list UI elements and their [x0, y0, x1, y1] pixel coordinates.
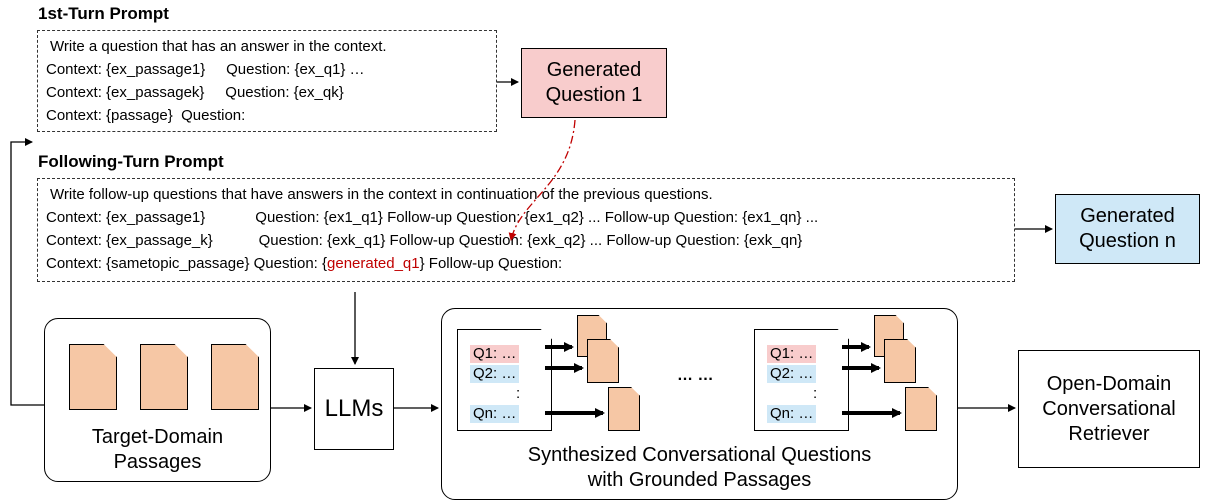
- following-turn-line-1: Write follow-up questions that have answ…: [50, 186, 713, 203]
- question-card: Q1: … Q2: … : Qn: …: [457, 329, 552, 431]
- passage-document-icon: [211, 344, 259, 410]
- q1-row: Q1: …: [767, 345, 817, 363]
- passage-document-icon: [884, 339, 916, 383]
- q2-row: Q2: …: [767, 365, 817, 383]
- target-domain-passages-box: Target-Domain Passages: [44, 318, 271, 482]
- retriever-line-2: Conversational: [1042, 397, 1176, 420]
- vertical-ellipsis: :: [813, 385, 818, 402]
- first-turn-line-2: Context: {ex_passage1} Question: {ex_q1}…: [46, 61, 365, 78]
- horizontal-ellipsis: … …: [677, 367, 714, 384]
- q2-row: Q2: …: [470, 365, 520, 383]
- retriever-line-3: Retriever: [1068, 422, 1150, 445]
- following-turn-line-4: Context: {sametopic_passage} Question: {…: [46, 255, 562, 273]
- passage-document-icon: [69, 344, 117, 410]
- generated-question-n-line-2: Question n: [1079, 230, 1176, 252]
- llms-label: LLMs: [324, 395, 384, 422]
- following-turn-line-3: Context: {ex_passage_k} Question: {exk_q…: [46, 232, 803, 249]
- first-turn-heading: 1st-Turn Prompt: [38, 4, 169, 23]
- generated-question-n-line-1: Generated: [1080, 205, 1175, 227]
- following-turn-prompt-box: Write follow-up questions that have answ…: [37, 178, 1015, 282]
- qn-row: Qn: …: [470, 405, 520, 423]
- qn-row: Qn: …: [767, 405, 817, 423]
- first-turn-line-4: Context: {passage} Question:: [46, 107, 246, 124]
- synthesized-label-line-1: Synthesized Conversational Questions: [527, 444, 872, 466]
- feedback-arrow: [10, 138, 44, 406]
- synthesized-questions-box: Q1: … Q2: … : Qn: … … … Q1: … Q2: … : Qn…: [441, 308, 958, 500]
- generated-question-1-box: Generated Question 1: [521, 48, 667, 118]
- line-4-suffix: } Follow-up Question:: [419, 255, 563, 272]
- synthesized-label-line-2: with Grounded Passages: [587, 469, 812, 491]
- following-turn-line-2: Context: {ex_passage1} Question: {ex1_q1…: [46, 209, 819, 226]
- first-turn-line-3: Context: {ex_passagek} Question: {ex_qk}: [46, 84, 344, 101]
- generated-question-n-box: Generated Question n: [1055, 194, 1200, 264]
- retriever-line-1: Open-Domain: [1046, 372, 1172, 395]
- vertical-ellipsis: :: [516, 385, 521, 402]
- retriever-box: Open-Domain Conversational Retriever: [1018, 350, 1200, 468]
- first-turn-prompt-box: Write a question that has an answer in t…: [37, 30, 497, 132]
- passage-document-icon: [608, 387, 640, 431]
- generated-question-1-line-2: Question 1: [545, 84, 643, 106]
- llms-box: LLMs: [314, 368, 394, 450]
- generated-q1-highlight: generated_q1: [327, 255, 420, 272]
- target-domain-passages-label: Target-Domain Passages: [45, 425, 270, 475]
- passage-document-icon: [905, 387, 937, 431]
- generated-question-1-line-1: Generated: [546, 59, 642, 81]
- passage-document-icon: [587, 339, 619, 383]
- red-dashdot-arrow: [508, 119, 576, 241]
- passages-label-line-1: Target-Domain: [91, 426, 224, 448]
- passage-document-icon: [140, 344, 188, 410]
- passages-label-line-2: Passages: [113, 451, 202, 473]
- following-turn-heading: Following-Turn Prompt: [38, 152, 224, 171]
- line-4-prefix: Context: {sametopic_passage} Question: {: [46, 255, 328, 272]
- first-turn-line-1: Write a question that has an answer in t…: [50, 38, 387, 55]
- question-card: Q1: … Q2: … : Qn: …: [754, 329, 849, 431]
- q1-row: Q1: …: [470, 345, 520, 363]
- synthesized-label: Synthesized Conversational Questions wit…: [442, 443, 957, 493]
